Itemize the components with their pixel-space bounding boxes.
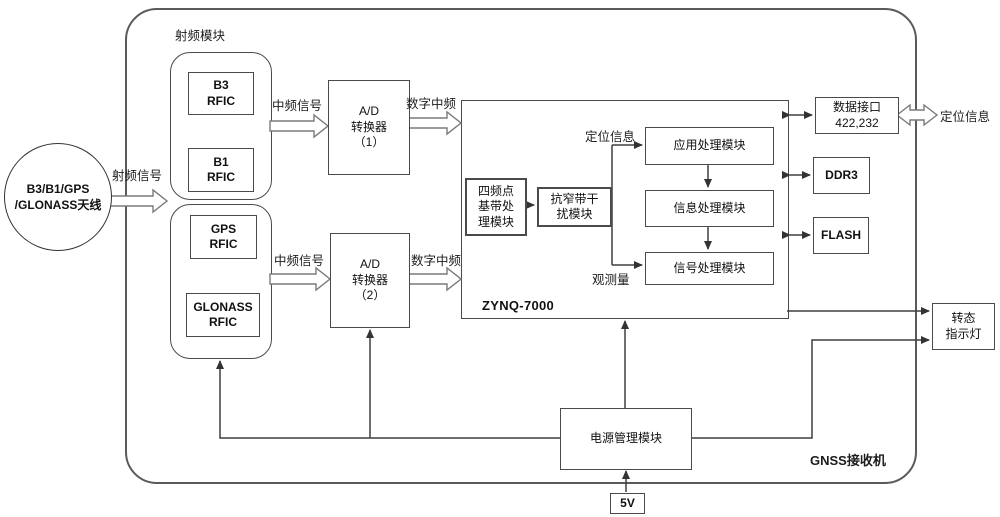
gps-rfic-block: GPS RFIC: [190, 215, 257, 259]
antenna-label-line1: B3/B1/GPS: [26, 181, 90, 196]
glonass-rfic-block: GLONASS RFIC: [186, 293, 260, 337]
digital-if-label-2: 数字中频: [411, 254, 462, 268]
application-processing-block: 应用处理模块: [645, 127, 774, 165]
adc1-line2: 转换器: [350, 119, 387, 134]
receiver-enclosure-outline: [125, 8, 917, 484]
antijam-line2: 扰模块: [556, 207, 593, 221]
b3-rfic-block: B3 RFIC: [188, 72, 254, 115]
zynq-7000-label: ZYNQ-7000: [482, 298, 555, 313]
observation-label: 观测量: [592, 273, 630, 287]
baseband-line1: 四频点: [477, 183, 514, 198]
adc1-block: A/D 转换器 （1）: [328, 80, 410, 175]
information-processing-block: 信息处理模块: [645, 190, 774, 227]
ddr3-block: DDR3: [813, 157, 870, 194]
antenna-label-line2: /GLONASS天线: [14, 198, 102, 212]
positioning-output-double-arrow: [895, 103, 939, 127]
power-management-label: 电源管理模块: [589, 431, 662, 446]
ddr3-label: DDR3: [825, 167, 858, 182]
adc2-line2: 转换器: [351, 272, 388, 287]
if-signal-label-2: 中频信号: [274, 254, 325, 268]
power-supply-5v-label: 5V: [620, 495, 635, 510]
adc1-line3: （1）: [353, 135, 385, 150]
if-signal-arrow-1: [269, 113, 330, 139]
baseband-line3: 理模块: [477, 214, 514, 229]
baseband-line2: 基带处: [477, 199, 514, 214]
adc2-line3: （2）: [354, 288, 386, 303]
gps-rfic-line1: GPS: [210, 221, 237, 236]
positioning-info-inner-label: 定位信息: [585, 130, 636, 144]
if-signal-arrow-2: [269, 266, 332, 292]
gps-rfic-line2: RFIC: [209, 237, 238, 251]
adc1-line1: A/D: [358, 104, 379, 119]
status-indicator-light-block: 转态 指示灯: [932, 303, 995, 350]
rf-signal-label: 射频信号: [112, 169, 163, 183]
digital-if-label-1: 数字中频: [406, 97, 457, 111]
data-interface-block: 数据接口 422,232: [815, 97, 899, 134]
b1-rfic-line2: RFIC: [207, 170, 235, 184]
data-interface-line1: 数据接口: [832, 100, 881, 115]
b3-rfic-line2: RFIC: [207, 93, 235, 108]
flash-block: FLASH: [813, 217, 869, 254]
information-processing-label: 信息处理模块: [673, 200, 746, 215]
application-processing-label: 应用处理模块: [673, 138, 746, 153]
wire-power-to-rf-group: [216, 360, 560, 439]
wire-power-to-status-light: [690, 336, 930, 439]
positioning-info-output-label: 定位信息: [940, 110, 991, 124]
power-management-block: 电源管理模块: [560, 408, 692, 470]
power-supply-5v-block: 5V: [610, 493, 645, 514]
gnss-receiver-title: GNSS接收机: [810, 453, 886, 468]
rf-module-section-label: 射频模块: [175, 29, 226, 43]
baseband-processing-block: 四频点 基带处 理模块: [465, 178, 527, 236]
zynq-7000-container: ZYNQ-7000: [461, 100, 789, 319]
glonass-rfic-line1: GLONASS: [193, 299, 253, 314]
anti-narrowband-jamming-block: 抗窄带干 扰模块: [537, 187, 612, 227]
b3-rfic-line1: B3: [213, 78, 229, 93]
b1-rfic-line1: B1: [213, 154, 229, 169]
digital-if-arrow-1: [407, 110, 463, 136]
antenna-node: B3/B1/GPS /GLONASS天线: [4, 143, 112, 251]
antijam-line1: 抗窄带干: [550, 191, 599, 206]
digital-if-arrow-2: [407, 266, 463, 292]
flash-label: FLASH: [821, 227, 861, 242]
data-interface-line2: 422,232: [835, 115, 879, 130]
glonass-rfic-line2: RFIC: [209, 315, 237, 329]
signal-processing-block: 信号处理模块: [645, 252, 774, 285]
rf-signal-arrow: [109, 188, 169, 214]
adc2-block: A/D 转换器 （2）: [330, 233, 410, 328]
status-light-line1: 转态: [951, 311, 976, 326]
status-light-line2: 指示灯: [945, 326, 982, 341]
b1-rfic-block: B1 RFIC: [188, 148, 254, 192]
adc2-line1: A/D: [359, 257, 380, 272]
signal-processing-label: 信号处理模块: [673, 260, 746, 275]
if-signal-label-1: 中频信号: [272, 99, 323, 113]
